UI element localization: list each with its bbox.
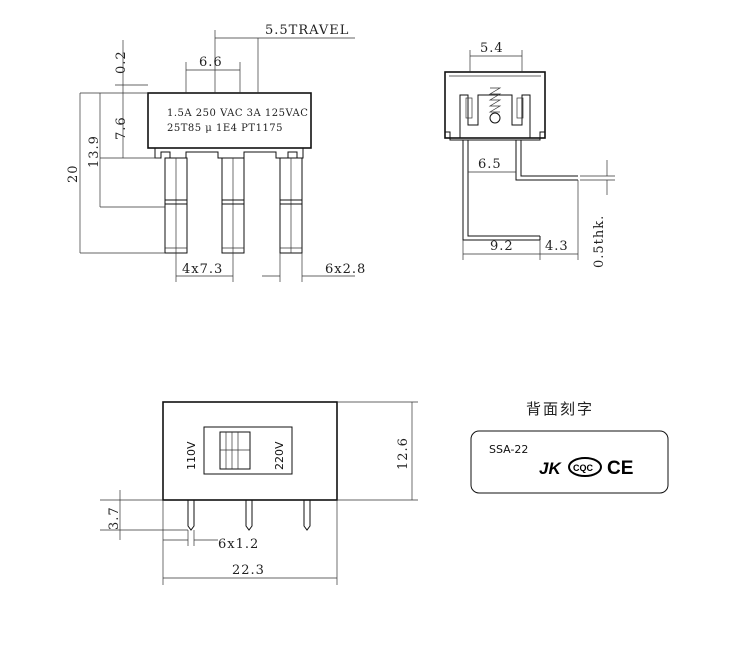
slider-knob[interactable] [219, 431, 251, 470]
dim-overall-height: 20 [66, 164, 81, 183]
side-switch-body [444, 71, 546, 139]
dim-pin-protrusion: 3.7 [107, 506, 122, 530]
engraving-heading: 背面刻字 [526, 400, 594, 418]
dim-width-top: 5.4 [480, 41, 504, 56]
label-110v: 110V [185, 441, 198, 470]
dim-pitch-top: 6.6 [199, 55, 223, 70]
jk-logo: JK [539, 459, 562, 478]
cqc-logo-icon: CQC [568, 457, 602, 477]
dim-thickness: 0.5thk. [592, 215, 607, 268]
front-pins [164, 157, 303, 254]
ce-mark: CE [607, 458, 633, 479]
dim-leg-length: 9.2 [490, 239, 514, 254]
upper-terminal [515, 140, 578, 181]
contact-ball [489, 112, 501, 124]
top-pin-left [187, 500, 195, 531]
dim-top-height: 12.6 [396, 437, 411, 470]
front-switch-body [147, 92, 312, 149]
spec-line-2: 25T85 μ 1E4 PT1175 [167, 123, 283, 134]
engraving-box [470, 430, 669, 494]
slider-window [203, 426, 293, 475]
bent-terminal [462, 140, 540, 241]
dim-foot-length: 4.3 [545, 239, 569, 254]
dim-overall-width: 22.3 [232, 563, 265, 578]
engraving-panel: 背面刻字 SSA-22 JK CQC CE [470, 400, 669, 494]
top-view: 110V 220V 12.6 3.7 6x1.2 22.3 [100, 401, 418, 585]
top-switch-body [162, 401, 338, 501]
side-view: 5.4 6.5 9.2 4.3 0.5thk. [444, 41, 615, 268]
dim-pin-pitch: 4x7.3 [182, 262, 223, 277]
label-220v: 220V [273, 441, 286, 470]
top-pin-right [303, 500, 311, 531]
dim-clearance: 0.2 [114, 50, 129, 74]
front-view: 1.5A 250 VAC 3A 125VAC 25T85 μ 1E4 PT117… [66, 23, 366, 282]
dim-pin-height: 13.9 [87, 135, 102, 168]
engraving-model: SSA-22 [489, 443, 528, 456]
cqc-text: CQC [573, 463, 594, 473]
dim-body-height: 7.6 [114, 116, 129, 140]
dim-pin-width: 6x2.8 [325, 262, 366, 277]
spec-line-1: 1.5A 250 VAC 3A 125VAC [167, 108, 308, 119]
dim-travel: 5.5TRAVEL [265, 23, 349, 38]
dim-pin-size: 6x1.2 [218, 537, 259, 552]
spring-icon [488, 87, 502, 113]
top-pin-middle [245, 500, 253, 531]
front-base-flange [154, 148, 304, 159]
dim-bend-offset: 6.5 [478, 157, 502, 172]
